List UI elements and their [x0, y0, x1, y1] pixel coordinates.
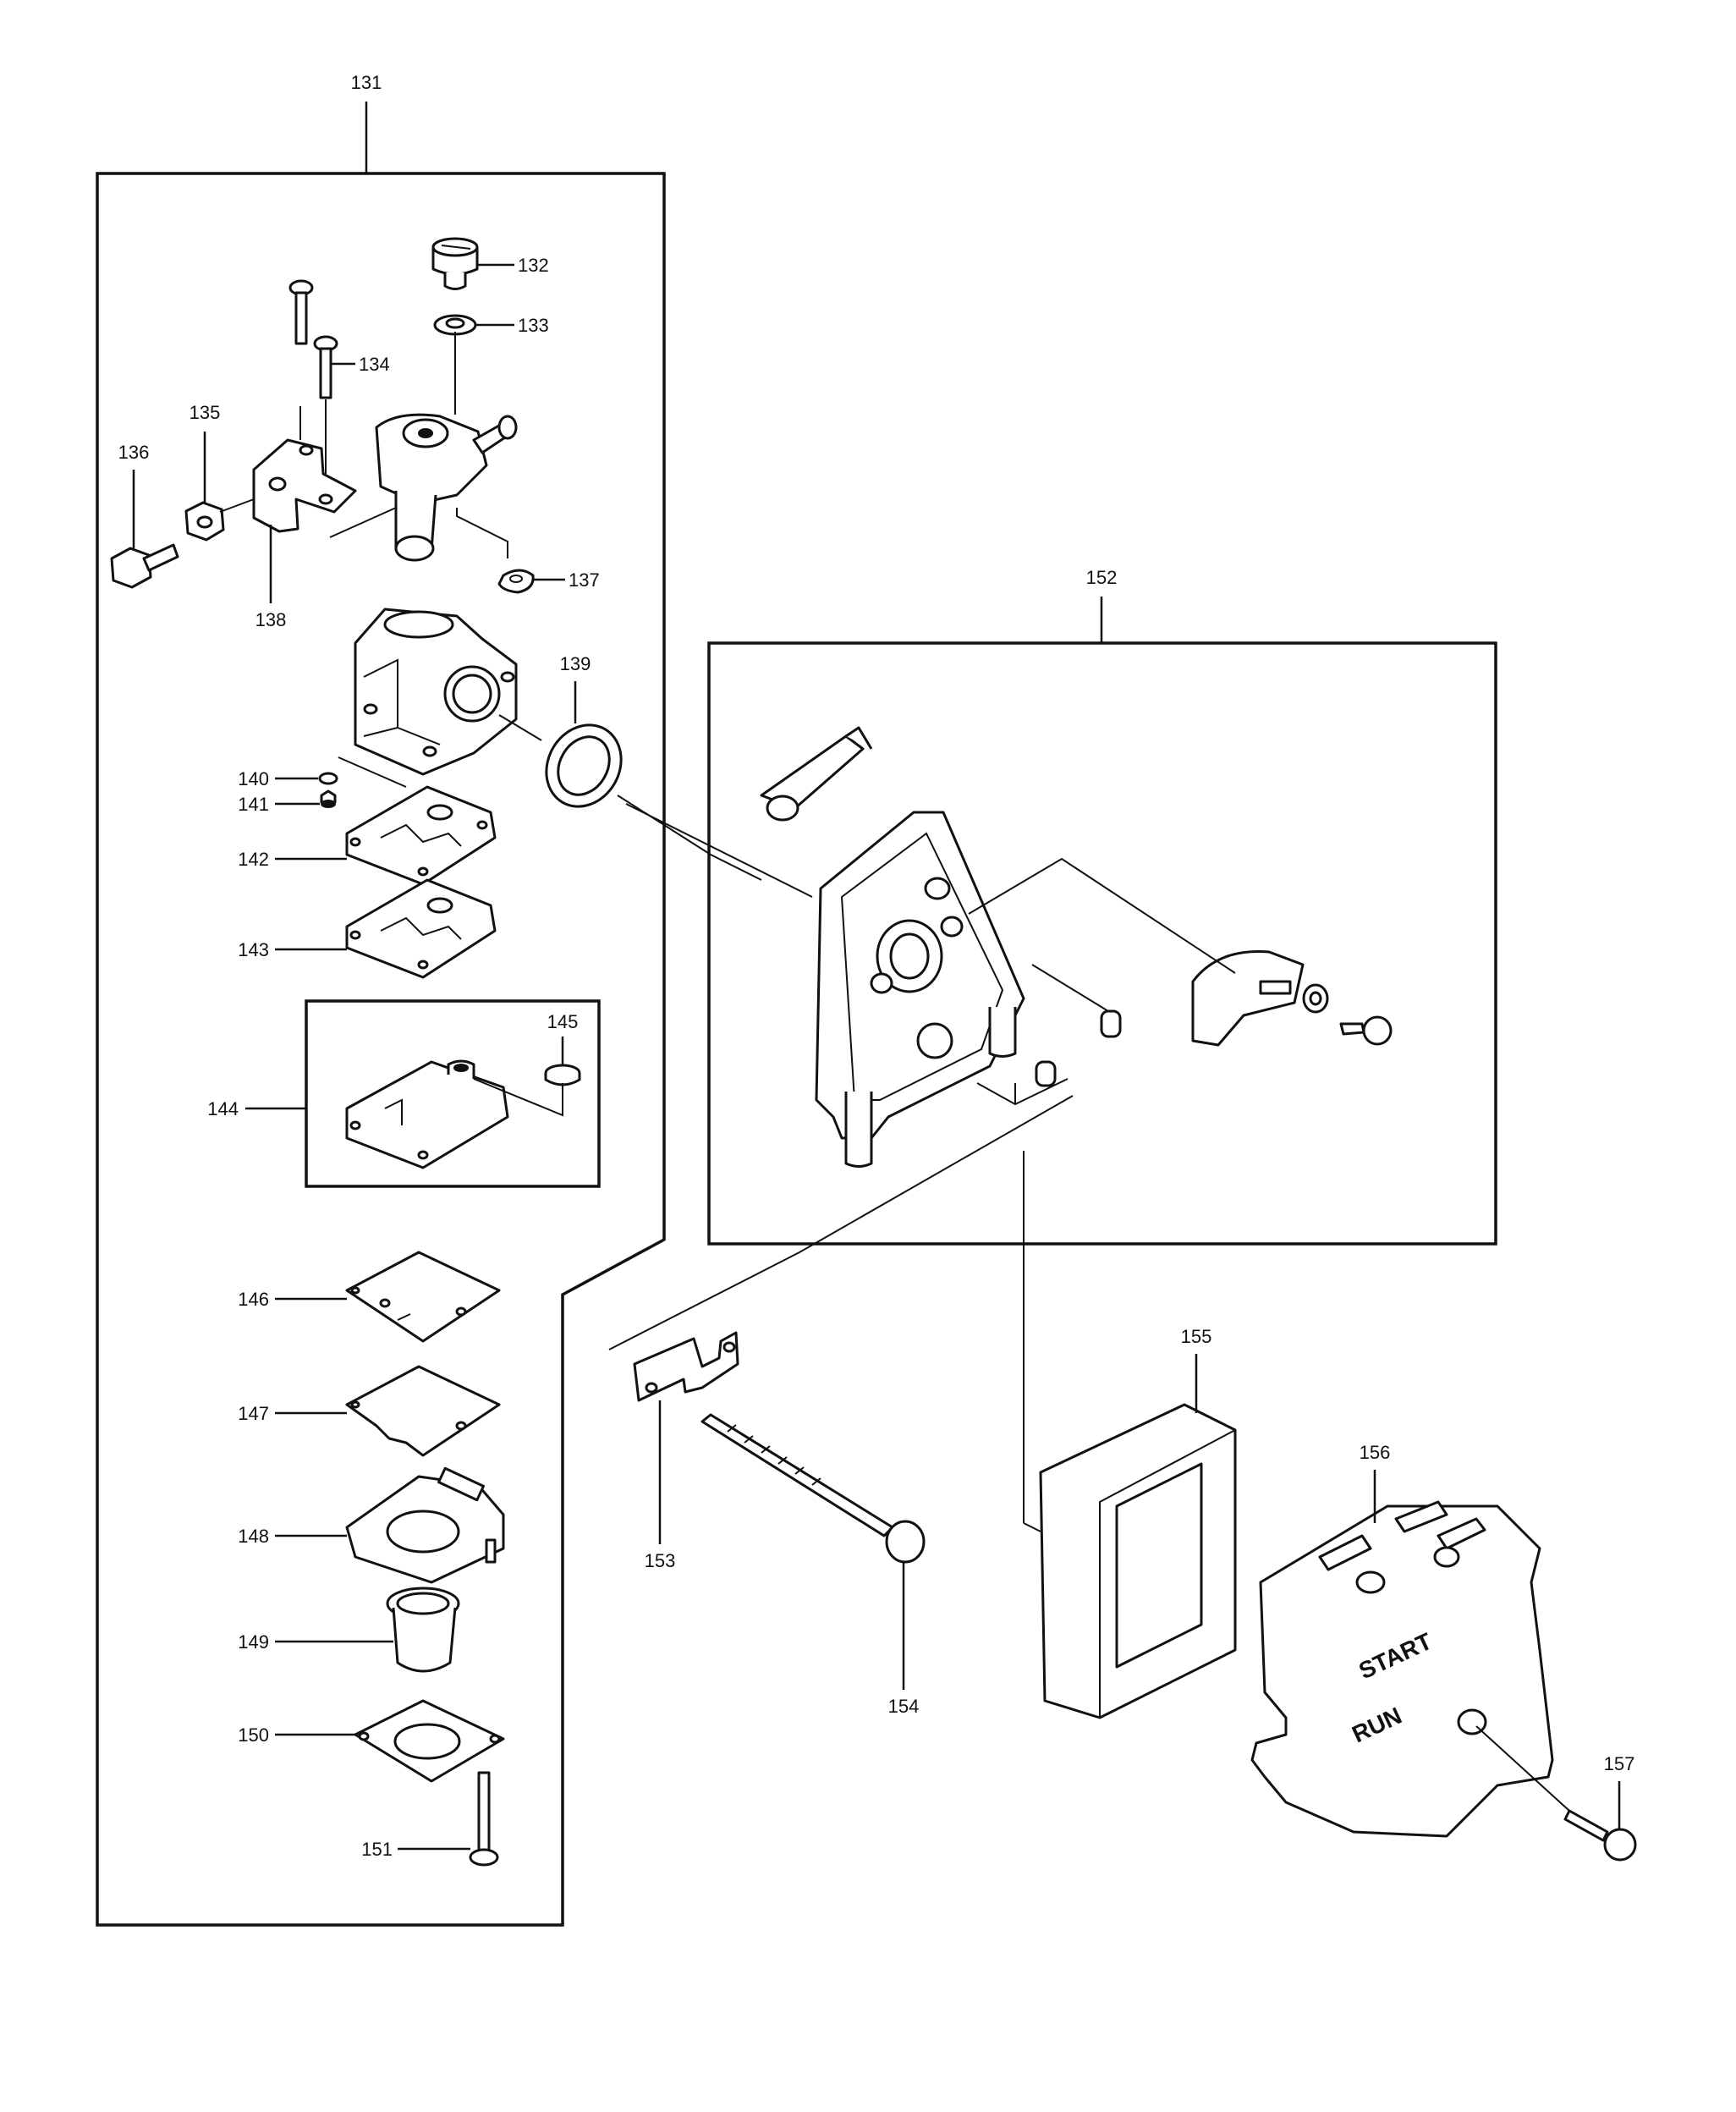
callout-152: 152: [1086, 567, 1118, 588]
callout-154: 154: [888, 1696, 920, 1717]
choke-screw-part: [1339, 1015, 1393, 1046]
metering-plate-part: [345, 785, 497, 886]
inlet-needle-part: [320, 789, 337, 808]
callout-139: 139: [560, 653, 591, 674]
callout-153: 153: [645, 1550, 676, 1571]
callout-138: 138: [255, 609, 287, 630]
adjusting-screw-part: [431, 237, 479, 290]
pin-part: [1035, 1009, 1122, 1087]
screw-part: [288, 279, 338, 399]
long-screw-part: [469, 1771, 499, 1867]
bracket-part: [252, 438, 357, 533]
callout-140: 140: [238, 768, 269, 789]
callout-137: 137: [569, 569, 600, 591]
callout-150: 150: [238, 1724, 269, 1746]
callout-149: 149: [238, 1631, 269, 1653]
pump-gasket-part: [345, 1365, 501, 1457]
cover-screw-part: [1563, 1809, 1637, 1862]
mount-bracket-part: [633, 1331, 739, 1402]
air-cleaner-cover-part: START RUN: [1250, 1500, 1554, 1838]
callout-151: 151: [361, 1839, 393, 1860]
choke-washer-part: [1302, 983, 1329, 1014]
callout-143: 143: [238, 939, 269, 960]
carburetor-body-part: [354, 608, 518, 776]
air-filter-element-part: [1039, 1403, 1237, 1719]
air-cleaner-case-part: [815, 811, 1025, 1168]
hex-nut-part: [184, 501, 225, 542]
primer-body-part: [354, 1699, 505, 1783]
washer-part: [433, 314, 477, 336]
e-ring-part: [497, 569, 535, 594]
callout-132: 132: [518, 255, 549, 276]
callout-141: 141: [238, 794, 269, 815]
welch-plug-part: [544, 1064, 581, 1086]
carburetor-assembly-frame: [96, 172, 666, 1927]
callout-133: 133: [518, 315, 549, 336]
callout-145: 145: [547, 1011, 579, 1032]
hex-bolt-part: [110, 543, 179, 589]
callout-148: 148: [238, 1526, 269, 1547]
callout-136: 136: [118, 442, 150, 463]
pump-body-subgroup-frame: [305, 999, 601, 1188]
pump-diaphragm-part: [345, 1251, 501, 1343]
callout-155: 155: [1181, 1326, 1212, 1347]
callout-134: 134: [359, 354, 390, 375]
metering-cover-part: [345, 1466, 505, 1584]
primer-cup-part: [386, 1587, 460, 1673]
callout-131: 131: [351, 72, 382, 93]
o-ring-part: [318, 772, 338, 785]
callout-156: 156: [1360, 1442, 1391, 1463]
callout-142: 142: [238, 849, 269, 870]
gasket-part: [345, 878, 497, 979]
pump-body-part: [345, 1059, 509, 1169]
choke-plate-part: [1191, 949, 1305, 1047]
callout-146: 146: [238, 1289, 269, 1310]
gasket-ring-part: [545, 723, 623, 808]
callout-147: 147: [238, 1403, 269, 1424]
throttle-valve-part: [375, 413, 518, 562]
callout-157: 157: [1604, 1753, 1635, 1774]
callout-144: 144: [207, 1098, 239, 1119]
long-bolt-part: [700, 1413, 926, 1564]
callout-135: 135: [190, 402, 221, 423]
choke-lever-part: [760, 726, 873, 822]
